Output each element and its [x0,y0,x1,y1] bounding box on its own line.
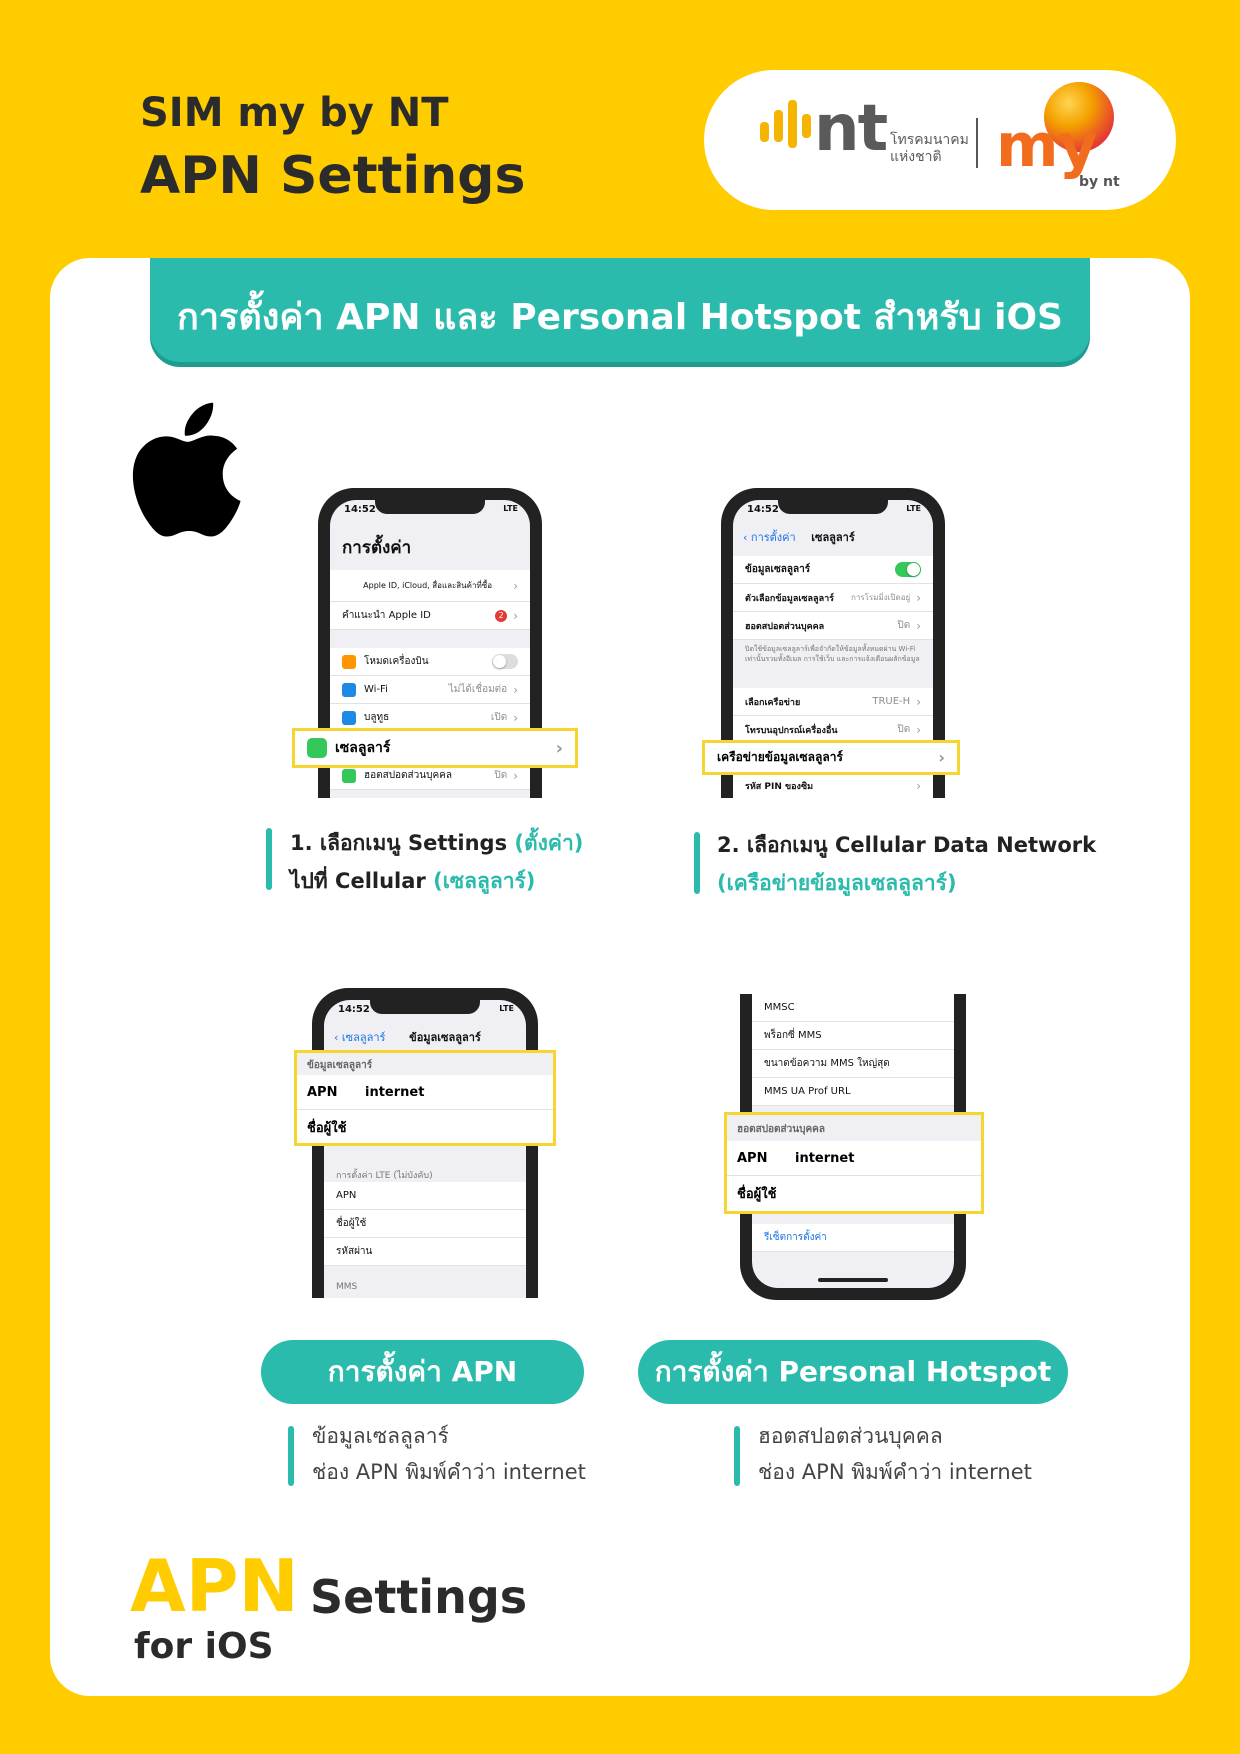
by-nt-text: by nt [1079,174,1120,190]
apn-note: ข้อมูลเซลลูลาร์ ช่อง APN พิมพ์คำว่า inte… [312,1418,612,1490]
apn-note-accent-bar [288,1426,294,1486]
header-subtitle: SIM my by NT [140,90,449,136]
airplane-icon [342,654,356,669]
notification-badge: 2 [495,609,508,622]
step2-accent-bar [694,832,700,894]
apn-settings-pill: การตั้งค่า APN [261,1340,584,1404]
back-link[interactable]: ‹ การตั้งค่า [743,531,796,544]
mms-section-label: MMS [336,1282,358,1292]
nt-logo-thai: โทรคมนาคม แห่งชาติ [890,132,969,166]
hotspot-settings-pill: การตั้งค่า Personal Hotspot [638,1340,1068,1404]
step1-accent-bar [266,828,272,890]
hotspot-note-line1: ฮอตสปอตส่วนบุคคล [758,1424,943,1448]
apn-note-line1: ข้อมูลเซลลูลาร์ [312,1424,449,1448]
banner-title: การตั้งค่า APN และ Personal Hotspot สำหร… [177,297,1063,338]
chevron-right-icon: › [513,578,518,593]
step1-text: 1. เลือกเมนู Settings [290,831,515,855]
content-card [50,258,1190,1696]
chevron-right-icon: › [555,737,563,759]
lte-section-label: การตั้งค่า LTE (ไม่บังคับ) [336,1171,433,1181]
step2-text: 2. เลือกเมนู Cellular Data Network [717,833,1097,857]
cellular-network-highlight[interactable]: เครือข่ายข้อมูลเซลลูลาร์ › [702,740,960,775]
step1-caption: 1. เลือกเมนู Settings (ตั้งค่า) ไปที่ Ce… [290,824,610,900]
step2-caption: 2. เลือกเมนู Cellular Data Network (เครื… [717,826,1137,902]
settings-title: การตั้งค่า [342,538,412,558]
cellular-options-row[interactable]: ตัวเลือกข้อมูลเซลลูลาร์การโรมมิ่งเปิดอยู… [733,584,933,612]
status-time: 14:52 [338,1004,370,1015]
status-network: LTE [499,1004,514,1013]
apn-field-value[interactable]: internet [365,1084,425,1100]
bluetooth-row[interactable]: บลูทูธเปิด› [330,704,530,732]
cellular-description: ปิดใช้ข้อมูลเซลลูลาร์เพื่อจำกัดให้ข้อมูล… [745,645,920,663]
airplane-toggle[interactable] [492,654,518,669]
back-link[interactable]: ‹ เซลลูลาร์ [334,1031,386,1044]
airplane-mode-row[interactable]: โหมดเครื่องบิน [330,648,530,676]
hotspot-note-line2: ช่อง APN พิมพ์คำว่า internet [758,1460,1032,1484]
logo-divider [976,118,978,168]
cellular-label: เซลลูลาร์ [335,740,391,756]
globe-icon [1044,82,1114,152]
status-time: 14:52 [344,504,376,515]
nav-title: เซลลูลาร์ [811,531,855,544]
hotspot-username-field-row[interactable]: ชื่อผู้ใช้ [737,1186,777,1202]
hotspot-icon [342,768,356,783]
other-devices-row[interactable]: โทรบนอุปกรณ์เครื่องอื่นปิด› [733,716,933,744]
nt-thai-line1: โทรคมนาคม [890,132,969,148]
footer-apn: APN [130,1544,299,1628]
header-title: APN Settings [140,146,526,206]
apple-id-row[interactable]: Apple ID, iCloud, สื่อและสินค้าที่ซื้อ› [330,570,530,602]
mmsc-row[interactable]: MMSC [752,994,954,1022]
status-network: LTE [503,504,518,513]
footer-settings: Settings [310,1570,528,1624]
cellular-icon [307,738,327,758]
apple-logo-icon [132,402,241,537]
reset-settings-row[interactable]: รีเซ็ตการตั้งค่า [752,1224,954,1252]
sim-pin-row[interactable]: รหัส PIN ของซิม› [733,772,933,798]
chevron-right-icon: › [938,748,945,767]
lte-password-row[interactable]: รหัสผ่าน [324,1238,526,1266]
mms-proxy-row[interactable]: พร็อกซี่ MMS [752,1022,954,1050]
status-network: LTE [906,504,921,513]
logo-badge: nt โทรคมนาคม แห่งชาติ my by nt [704,70,1176,210]
status-time: 14:52 [747,504,779,515]
mms-size-row[interactable]: ขนาดข้อความ MMS ใหญ่สุด [752,1050,954,1078]
cellular-data-row[interactable]: ข้อมูลเซลลูลาร์ [733,556,933,584]
cellular-data-toggle[interactable] [895,562,921,577]
lte-username-row[interactable]: ชื่อผู้ใช้ [324,1210,526,1238]
hotspot-note: ฮอตสปอตส่วนบุคคล ช่อง APN พิมพ์คำว่า int… [758,1418,1078,1490]
my-logo-text: my [996,111,1098,181]
step2-teal: (เครือข่ายข้อมูลเซลลูลาร์) [717,871,957,895]
step1b-teal: (เซลลูลาร์) [433,869,536,893]
nt-thai-line2: แห่งชาติ [890,149,942,165]
banner [150,258,1090,362]
bluetooth-icon [342,710,356,725]
cellular-network-label: เครือข่ายข้อมูลเซลลูลาร์ [717,750,843,764]
cellular-highlight[interactable]: เซลลูลาร์ › [292,728,578,768]
footer-for-ios: for iOS [134,1626,274,1667]
apn-note-line2: ช่อง APN พิมพ์คำว่า internet [312,1460,586,1484]
hotspot-section-label: ฮอตสปอตส่วนบุคคล [727,1115,981,1141]
username-field-row[interactable]: ชื่อผู้ใช้ [307,1120,347,1136]
step1-teal: (ตั้งค่า) [514,831,584,855]
nav-title: ข้อมูลเซลลูลาร์ [409,1031,481,1044]
home-indicator [818,1278,888,1282]
apn-section-label: ข้อมูลเซลลูลาร์ [297,1053,553,1075]
lte-apn-row[interactable]: APN [324,1182,526,1210]
step1b-text: ไปที่ Cellular [290,869,434,893]
mms-ua-row[interactable]: MMS UA Prof URL [752,1078,954,1106]
nt-logo-text: nt [814,92,888,166]
wifi-icon [342,682,356,697]
hotspot-note-accent-bar [734,1426,740,1486]
hotspot-row[interactable]: ฮอตสปอตส่วนบุคคลปิด› [733,612,933,640]
hotspot-apn-field-value[interactable]: internet [795,1150,855,1166]
